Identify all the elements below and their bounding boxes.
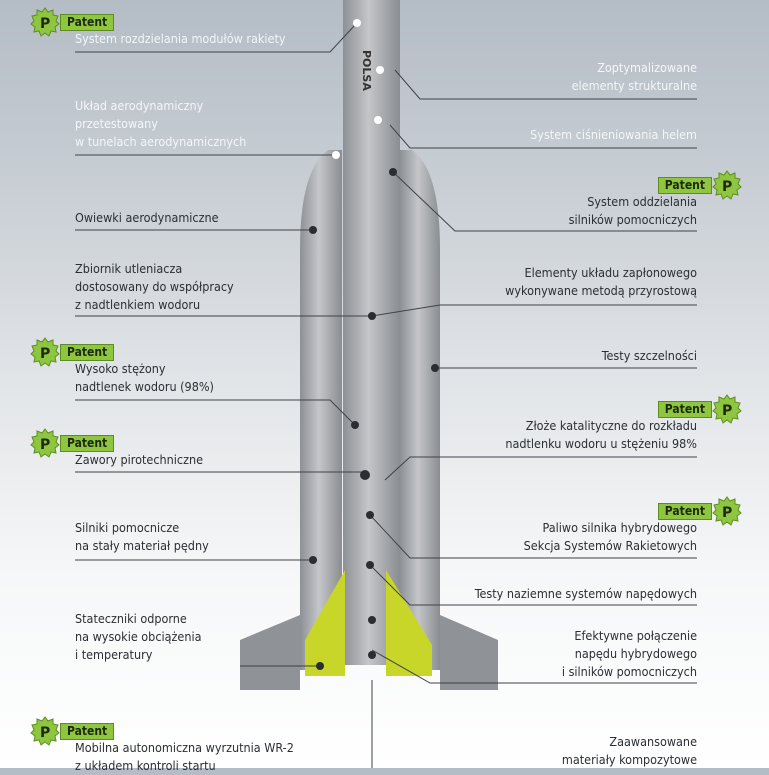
right-feature-label: Testy naziemne systemów napędowych <box>475 585 697 603</box>
yellow-fin-left <box>305 570 345 676</box>
patent-badge: P Patent <box>30 716 115 746</box>
patent-badge: Patent P <box>657 170 742 200</box>
right-feature-label: Złoże katalityczne do rozkładu nadtlenku … <box>505 417 697 453</box>
label-line: Zaawansowane <box>609 734 697 749</box>
patent-label: Patent <box>60 434 115 452</box>
label-line: Sekcja Systemów Rakietowych <box>523 538 697 553</box>
core-stage <box>343 0 400 665</box>
label-line: Zbiornik utleniacza <box>75 261 183 276</box>
svg-text:P: P <box>722 505 732 521</box>
patent-label: Patent <box>60 343 115 361</box>
label-line: dostosowany do współpracy <box>75 279 234 294</box>
patent-label: Patent <box>657 400 712 418</box>
left-feature-label: Wysoko stężony nadtlenek wodoru (98%) <box>75 360 214 396</box>
rocket-logo: POLSA <box>360 50 373 91</box>
left-feature-label: Zawory pirotechniczne <box>75 451 203 469</box>
patent-seal-icon: P <box>30 428 60 458</box>
svg-text:P: P <box>722 403 732 419</box>
left-feature-label: Mobilna autonomiczna wyrzutnia WR-2 z ukł… <box>75 739 294 775</box>
left-feature-label: Zbiornik utleniacza dostosowany do współp… <box>75 260 234 314</box>
label-line: na wysokie obciążenia <box>75 629 202 644</box>
patent-seal-icon: P <box>30 716 60 746</box>
patent-seal-icon: P <box>712 496 742 526</box>
right-feature-label: Zoptymalizowane elementy strukturalne <box>572 59 697 95</box>
label-line: i temperatury <box>75 647 153 662</box>
fin-right <box>440 615 498 690</box>
label-line: Wysoko stężony <box>75 361 166 376</box>
label-line: Stateczniki odporne <box>75 611 187 626</box>
label-line: z układem kontroli startu <box>75 758 216 773</box>
patent-seal-icon: P <box>712 170 742 200</box>
label-line: nadtlenku wodoru u stężeniu 98% <box>505 436 697 451</box>
label-line: na stały materiał pędny <box>75 538 209 553</box>
label-line: System oddzielania <box>587 194 697 209</box>
label-line: System ciśnieniowania helem <box>530 127 697 142</box>
svg-text:P: P <box>40 437 50 453</box>
label-line: Układ aerodynamiczny <box>75 98 204 113</box>
label-line: elementy strukturalne <box>571 78 697 93</box>
patent-badge: P Patent <box>30 337 115 367</box>
svg-text:P: P <box>40 725 50 741</box>
booster-right <box>400 150 440 670</box>
patent-seal-icon: P <box>30 337 60 367</box>
right-feature-label: Zaawansowane materiały kompozytowe <box>562 733 697 769</box>
label-line: Silniki pomocnicze <box>75 520 180 535</box>
left-feature-label: Układ aerodynamiczny przetestowany w tunel… <box>75 97 246 151</box>
right-feature-label: Testy szczelności <box>602 347 697 365</box>
label-line: z nadtlenkiem wodoru <box>75 297 201 312</box>
label-line: Owiewki aerodynamiczne <box>75 210 219 225</box>
label-line: silników pomocniczych <box>568 212 697 227</box>
label-line: w tunelach aerodynamicznych <box>75 134 247 149</box>
label-line: Testy szczelności <box>601 348 697 363</box>
patent-label: Patent <box>657 176 712 194</box>
booster-left <box>300 150 342 670</box>
label-line: Złoże katalityczne do rozkładu <box>525 418 697 433</box>
patent-badge: Patent P <box>657 496 742 526</box>
patent-seal-icon: P <box>30 7 60 37</box>
label-line: Elementy układu zapłonowego <box>524 265 697 280</box>
label-line: Testy naziemne systemów napędowych <box>474 586 697 601</box>
right-feature-label: Elementy układu zapłonowego wykonywane me… <box>505 264 697 300</box>
label-line: nadtlenek wodoru (98%) <box>75 379 214 394</box>
svg-text:P: P <box>40 346 50 362</box>
patent-label: Patent <box>60 13 115 31</box>
right-feature-label: System oddzielania silników pomocniczych <box>569 193 697 229</box>
patent-badge: Patent P <box>657 394 742 424</box>
label-line: Zoptymalizowane <box>597 60 697 75</box>
label-line: Paliwo silnika hybrydowego <box>542 520 697 535</box>
patent-badge: P Patent <box>30 428 115 458</box>
left-feature-label: Owiewki aerodynamiczne <box>75 209 219 227</box>
label-line: System rozdzielania modułów rakiety <box>75 31 286 46</box>
svg-text:P: P <box>40 16 50 32</box>
left-feature-label: Silniki pomocnicze na stały materiał pędn… <box>75 519 209 555</box>
patent-seal-icon: P <box>712 394 742 424</box>
left-feature-label: Stateczniki odporne na wysokie obciążenia… <box>75 610 202 664</box>
label-line: Efektywne połączenie <box>574 628 697 643</box>
patent-label: Patent <box>657 502 712 520</box>
label-line: wykonywane metodą przyrostową <box>505 283 697 298</box>
right-feature-label: Efektywne połączenie napędu hybrydowego i … <box>562 627 697 681</box>
label-line: i silników pomocniczych <box>561 664 697 679</box>
patent-label: Patent <box>60 722 115 740</box>
label-line: przetestowany <box>75 116 158 131</box>
fin-left <box>240 615 300 690</box>
left-feature-label: System rozdzielania modułów rakiety <box>75 30 286 48</box>
yellow-fin-right <box>386 570 432 676</box>
right-feature-label: System ciśnieniowania helem <box>530 126 697 144</box>
label-line: Zawory pirotechniczne <box>75 452 204 467</box>
svg-text:P: P <box>722 179 732 195</box>
label-line: napędu hybrydowego <box>574 646 697 661</box>
label-line: materiały kompozytowe <box>561 752 697 767</box>
label-line: Mobilna autonomiczna wyrzutnia WR-2 <box>75 740 294 755</box>
patent-badge: P Patent <box>30 7 115 37</box>
